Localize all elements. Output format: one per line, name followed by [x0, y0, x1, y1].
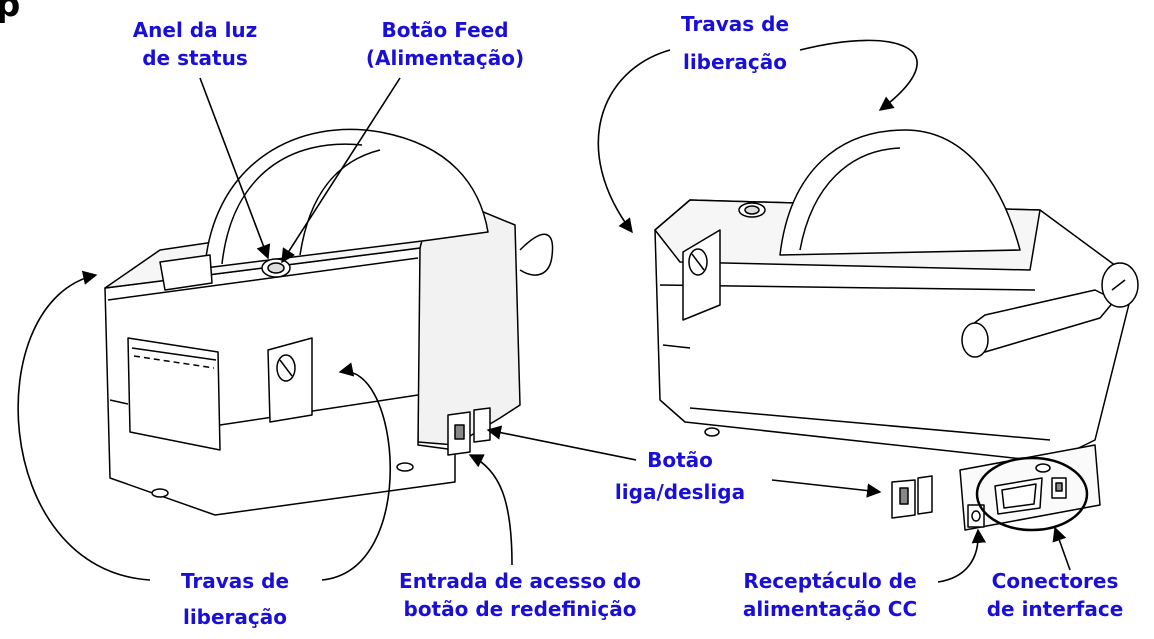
label-release-latches-top-line2: liberação — [682, 50, 788, 74]
label-dc-receptacle-line1: Receptáculo de — [743, 569, 917, 593]
label-interface-connectors-line2: de interface — [986, 597, 1124, 621]
label-feed-button-line1: Botão Feed — [381, 18, 509, 42]
label-interface-connectors: Conectores de interface — [960, 567, 1150, 623]
label-release-latches-bottom-line2: liberação — [182, 605, 288, 629]
label-reset-access-line1: Entrada de acesso do — [399, 569, 641, 593]
label-power-switch-line1: Botão — [647, 448, 713, 472]
label-dc-receptacle-line2: alimentação CC — [742, 597, 918, 621]
label-release-latches-top-line1: Travas de — [680, 12, 790, 36]
label-power-switch-line2: liga/desliga — [614, 480, 746, 504]
label-release-latches-top: Travas de liberação — [640, 10, 830, 76]
label-dc-receptacle: Receptáculo de alimentação CC — [725, 567, 935, 623]
label-release-latches-bottom: Travas de liberação — [140, 567, 330, 631]
label-power-switch: Botão liga/desliga — [585, 446, 775, 506]
label-feed-button-line2: (Alimentação) — [365, 46, 525, 70]
label-release-latches-bottom-line1: Travas de — [180, 569, 290, 593]
interface-highlight-circle — [975, 456, 1089, 532]
label-status-ring: Anel da luz de status — [95, 16, 295, 72]
front-printer — [104, 128, 554, 516]
label-reset-access-line2: botão de redefinição — [403, 597, 637, 621]
leader-lines — [17, 39, 1071, 583]
label-status-ring-line2: de status — [142, 46, 248, 70]
label-feed-button: Botão Feed (Alimentação) — [345, 16, 545, 72]
heading-fragment: p — [0, 0, 20, 25]
label-status-ring-line1: Anel da luz — [132, 18, 258, 42]
label-reset-access: Entrada de acesso do botão de redefiniçã… — [365, 567, 675, 623]
label-interface-connectors-line1: Conectores — [991, 569, 1119, 593]
back-printer — [654, 129, 1139, 531]
